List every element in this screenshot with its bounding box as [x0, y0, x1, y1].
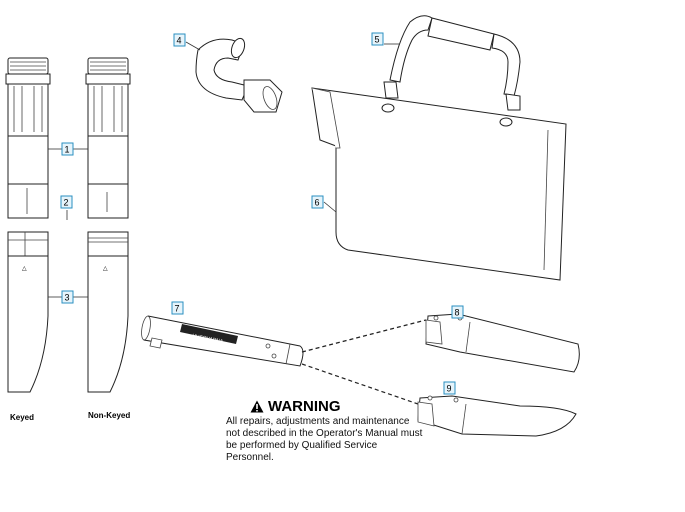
- warning-title: WARNING: [268, 398, 341, 415]
- callout-8-label: 8: [455, 308, 460, 318]
- brand-mark-text: HUSQVARNA: [192, 333, 225, 345]
- warning-triangle-icon: [250, 400, 264, 413]
- callout-9: 9: [443, 381, 456, 395]
- callout-5: 5: [371, 32, 384, 46]
- callout-4-label: 4: [177, 36, 182, 46]
- non-keyed-tube-assembly: △: [85, 57, 131, 393]
- callout-6-label: 6: [315, 198, 320, 208]
- shoulder-strap: [383, 15, 521, 111]
- callout-7-label: 7: [175, 304, 180, 314]
- round-nozzle: [425, 313, 580, 373]
- blower-tube: HUSQVARNA: [141, 315, 304, 367]
- callout-3: 3: [61, 290, 74, 304]
- callout-1-label: 1: [65, 145, 70, 155]
- warning-text: All repairs, adjustments and maintenance…: [226, 416, 423, 463]
- svg-text:△: △: [103, 266, 108, 272]
- callout-3-label: 3: [65, 293, 70, 303]
- warning-heading: WARNING: [250, 398, 426, 415]
- callout-5-label: 5: [375, 35, 380, 45]
- callout-2: 2: [60, 195, 73, 209]
- callout-4: 4: [173, 33, 186, 47]
- collection-bag: [311, 87, 567, 281]
- flat-nozzle: [417, 395, 577, 437]
- callout-8: 8: [451, 305, 464, 319]
- callout-1: 1: [61, 142, 74, 156]
- callout-9-label: 9: [447, 384, 452, 394]
- callout-2-label: 2: [64, 198, 69, 208]
- caption-keyed: Keyed: [10, 413, 34, 422]
- callout-7: 7: [171, 301, 184, 315]
- warning-block: WARNING All repairs, adjustments and mai…: [226, 398, 426, 464]
- svg-text:△: △: [22, 266, 27, 272]
- callout-6: 6: [311, 195, 324, 209]
- caption-non-keyed: Non-Keyed: [88, 411, 130, 420]
- keyed-tube-assembly: △: [5, 57, 68, 393]
- elbow-pipe: [185, 37, 283, 113]
